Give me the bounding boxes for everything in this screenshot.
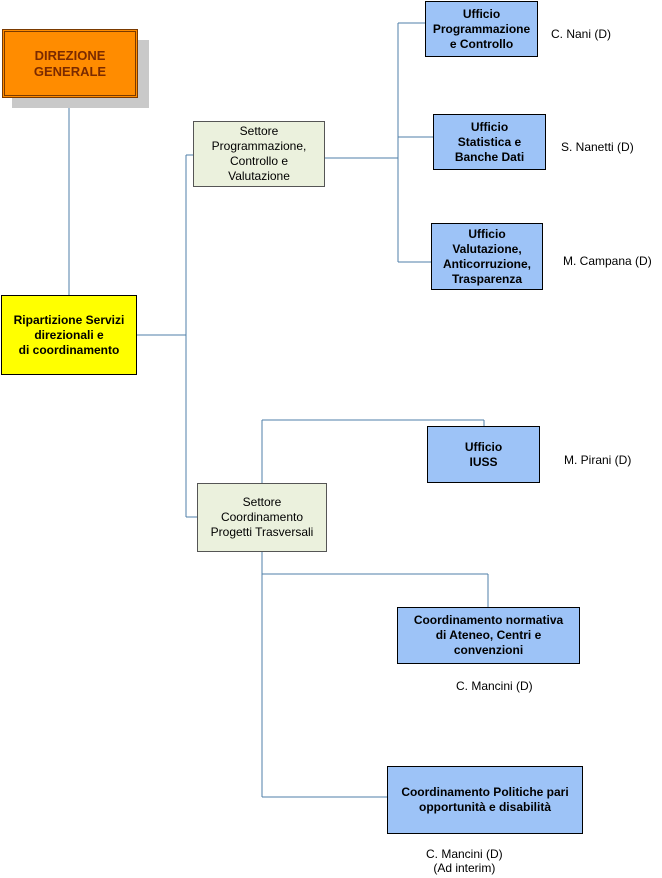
coordinamento-politiche-responsabile: C. Mancini (D) (Ad interim) bbox=[426, 847, 503, 875]
ufficio-iuss-label: Ufficio IUSS bbox=[464, 439, 503, 469]
settore-coordinamento-label: Settore Coordinamento Progetti Trasversa… bbox=[210, 495, 314, 539]
direzione-generale-label: DIREZIONE GENERALE bbox=[33, 47, 107, 79]
ufficio-valutazione-label: Ufficio Valutazione, Anticorruzione, Tra… bbox=[442, 226, 531, 286]
direzione-generale-box[interactable]: DIREZIONE GENERALE bbox=[2, 29, 138, 98]
coordinamento-politiche-box[interactable]: Coordinamento Politiche pari opportunità… bbox=[387, 766, 583, 834]
ufficio-valutazione-responsabile: M. Campana (D) bbox=[563, 254, 652, 268]
ufficio-iuss-box[interactable]: Ufficio IUSS bbox=[427, 426, 540, 483]
ufficio-programmazione-box[interactable]: Ufficio Programmazione e Controllo bbox=[425, 1, 538, 57]
ufficio-statistica-responsabile: S. Nanetti (D) bbox=[561, 140, 634, 154]
coordinamento-normativa-responsabile: C. Mancini (D) bbox=[456, 679, 533, 693]
ufficio-valutazione-box[interactable]: Ufficio Valutazione, Anticorruzione, Tra… bbox=[431, 223, 543, 290]
ripartizione-label: Ripartizione Servizi direzionali e di co… bbox=[13, 312, 125, 357]
coordinamento-politiche-label: Coordinamento Politiche pari opportunità… bbox=[401, 785, 569, 814]
ufficio-statistica-box[interactable]: Ufficio Statistica e Banche Dati bbox=[433, 114, 546, 170]
ufficio-programmazione-responsabile: C. Nani (D) bbox=[551, 27, 612, 41]
coordinamento-normativa-label: Coordinamento normativa di Ateneo, Centr… bbox=[413, 613, 564, 657]
settore-programmazione-label: Settore Programmazione, Controllo e Valu… bbox=[211, 124, 307, 183]
settore-coordinamento-box[interactable]: Settore Coordinamento Progetti Trasversa… bbox=[197, 483, 327, 552]
ufficio-iuss-responsabile: M. Pirani (D) bbox=[564, 453, 632, 467]
coordinamento-normativa-box[interactable]: Coordinamento normativa di Ateneo, Centr… bbox=[397, 607, 580, 664]
ufficio-statistica-label: Ufficio Statistica e Banche Dati bbox=[454, 119, 525, 164]
settore-programmazione-box[interactable]: Settore Programmazione, Controllo e Valu… bbox=[193, 121, 325, 187]
ripartizione-box[interactable]: Ripartizione Servizi direzionali e di co… bbox=[1, 295, 137, 375]
ufficio-programmazione-label: Ufficio Programmazione e Controllo bbox=[432, 6, 531, 51]
